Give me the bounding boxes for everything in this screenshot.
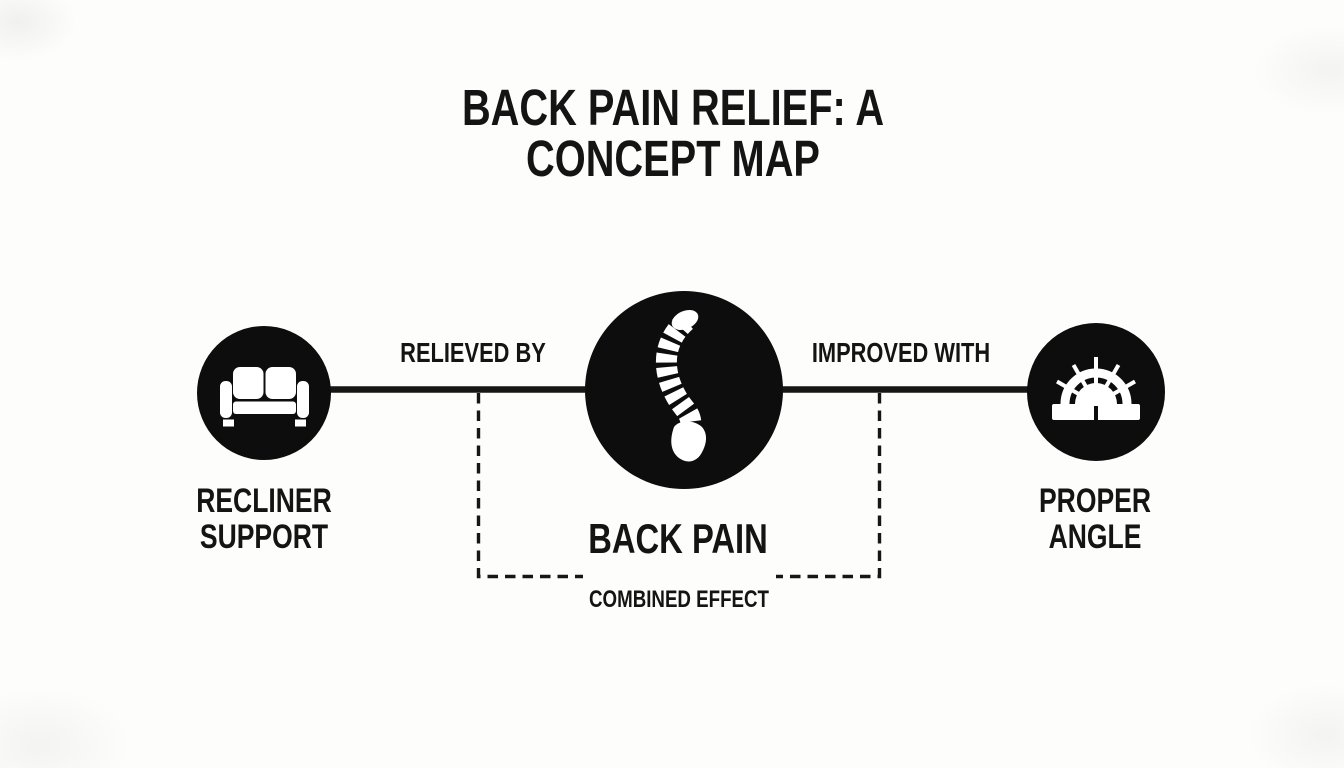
node-label-proper-angle: PROPER ANGLE (1038, 482, 1152, 556)
page-title-text: BACK PAIN RELIEF: A CONCEPT MAP (461, 79, 885, 187)
edge-label-combined-effect: COMBINED EFFECT (589, 586, 769, 613)
node-label-back-pain: BACK PAIN (588, 515, 768, 562)
page-title: BACK PAIN RELIEF: A CONCEPT MAP (338, 82, 1009, 184)
edge-label-improved-with: IMPROVED WITH (811, 337, 991, 368)
couch-icon (220, 367, 309, 427)
combined-effect-bracket-right (776, 393, 882, 579)
edge-label-relieved-by: RELIEVED BY (400, 337, 546, 368)
node-label-recliner-support: RECLINER SUPPORT (196, 482, 332, 556)
combined-effect-bracket-left (476, 393, 583, 579)
node-circle-recliner-support (197, 326, 331, 460)
protractor-icon (1052, 357, 1140, 420)
spine-icon (655, 309, 707, 462)
